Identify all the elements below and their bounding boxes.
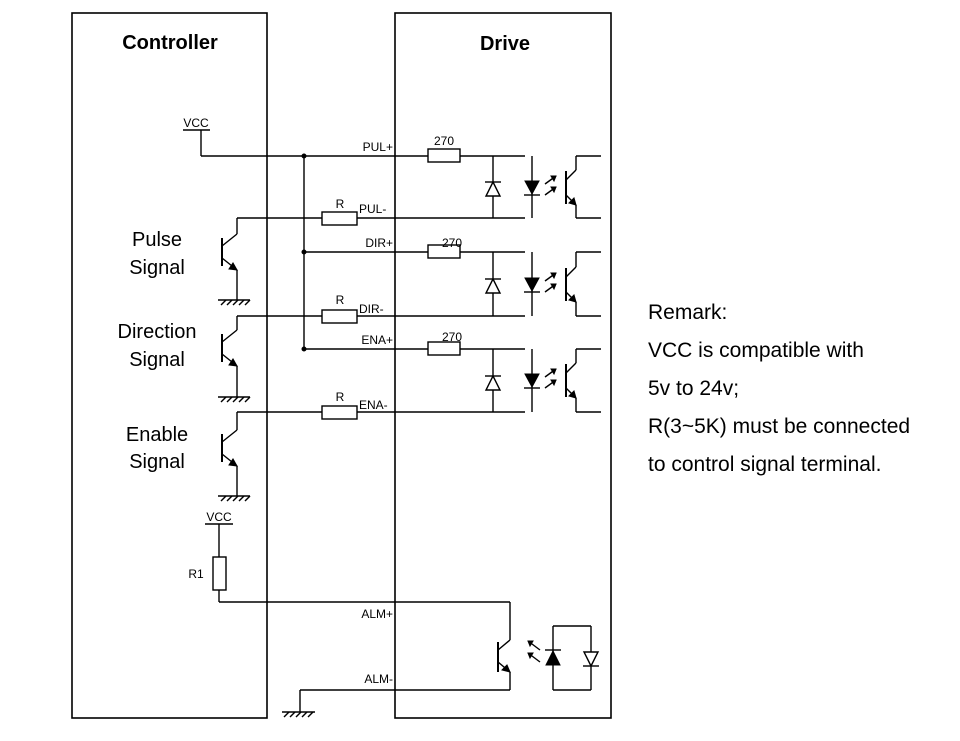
vcc-top-symbol bbox=[183, 129, 304, 157]
ena-plus-wire bbox=[304, 341, 525, 356]
pin-pul-plus: PUL+ bbox=[363, 140, 393, 154]
remark-line: R(3~5K) must be connected bbox=[648, 415, 911, 438]
remark-panel: Remark: VCC is compatible with 5v to 24v… bbox=[648, 294, 958, 484]
remark-heading: Remark: bbox=[648, 301, 728, 324]
resistor-r1-label: R1 bbox=[188, 567, 204, 581]
resistor-270-label: 270 bbox=[442, 236, 462, 250]
direction-signal-label-1: Direction bbox=[118, 321, 197, 343]
ena-minus-wire bbox=[237, 405, 525, 420]
enable-signal-label-2: Signal bbox=[129, 451, 185, 473]
vcc-bottom-symbol bbox=[205, 523, 510, 603]
transistor-enable bbox=[218, 412, 251, 502]
enable-signal-label-1: Enable bbox=[126, 424, 188, 446]
vcc-top-label: VCC bbox=[183, 116, 209, 130]
resistor-270-label: 270 bbox=[442, 330, 462, 344]
resistor-r-label: R bbox=[336, 390, 345, 404]
vcc-bottom-label: VCC bbox=[206, 510, 232, 524]
pulse-signal-label-1: Pulse bbox=[132, 229, 182, 251]
resistor-270-label: 270 bbox=[434, 134, 454, 148]
pin-dir-plus: DIR+ bbox=[365, 236, 393, 250]
drive-box bbox=[394, 12, 612, 719]
remark-line: 5v to 24v; bbox=[648, 377, 740, 400]
controller-title: Controller bbox=[122, 32, 218, 54]
dir-plus-wire bbox=[304, 244, 525, 259]
resistor-r-label: R bbox=[336, 293, 345, 307]
pin-alm-plus: ALM+ bbox=[361, 607, 393, 621]
remark-line: VCC is compatible with bbox=[648, 339, 864, 362]
pin-ena-plus: ENA+ bbox=[361, 333, 393, 347]
optocoupler-ena bbox=[484, 348, 601, 413]
pul-minus-wire bbox=[237, 211, 525, 226]
optocoupler-pul bbox=[484, 155, 601, 219]
transistor-direction bbox=[218, 316, 251, 403]
controller-box bbox=[71, 12, 268, 719]
transistor-pulse bbox=[218, 218, 251, 306]
direction-signal-label-2: Signal bbox=[129, 349, 185, 371]
drive-title: Drive bbox=[480, 33, 530, 55]
pin-ena-minus: ENA- bbox=[359, 398, 388, 412]
pin-pul-minus: PUL- bbox=[359, 202, 386, 216]
pin-dir-minus: DIR- bbox=[359, 302, 384, 316]
pul-plus-wire bbox=[304, 148, 525, 163]
alarm-optocoupler bbox=[282, 602, 600, 718]
resistor-r-label: R bbox=[336, 197, 345, 211]
pin-alm-minus: ALM- bbox=[364, 672, 393, 686]
dir-minus-wire bbox=[237, 309, 525, 324]
remark-line: to control signal terminal. bbox=[648, 453, 882, 476]
pulse-signal-label-2: Signal bbox=[129, 257, 185, 279]
optocoupler-dir bbox=[484, 251, 601, 317]
